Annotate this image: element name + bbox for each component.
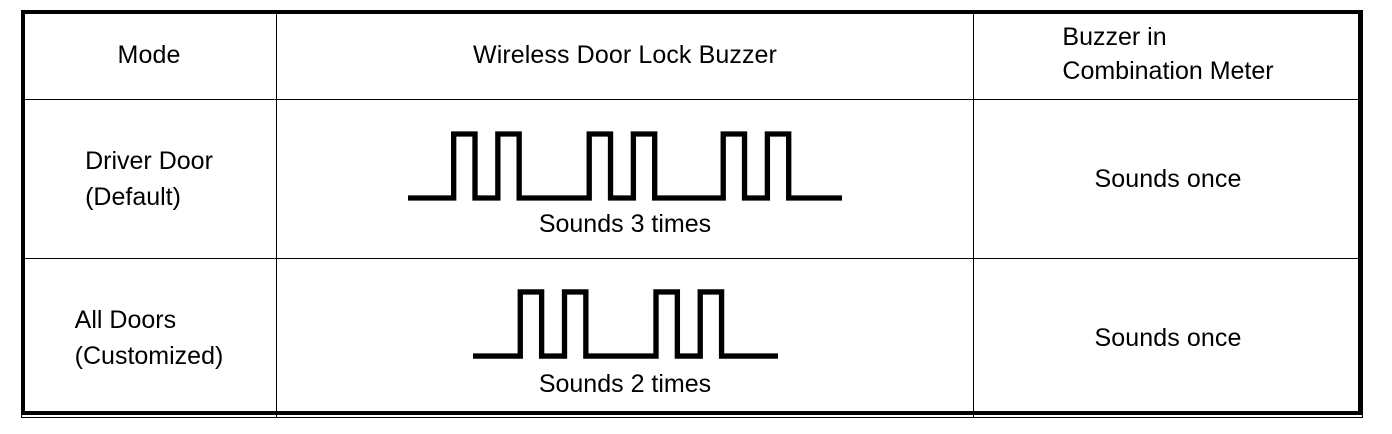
waveform-caption-all-doors: Sounds 2 times [538,369,712,398]
mode-label-all-doors-customized: All Doors (Customized) [74,305,224,370]
table-header-row: Mode Wireless Door Lock Buzzer Buzzer in… [21,10,1363,100]
header-cell-mode: Mode [21,10,277,100]
waveform-caption-driver-door: Sounds 3 times [538,209,712,238]
header-label-mode: Mode [117,40,181,69]
table-row: Driver Door (Default) Sounds 3 times Sou… [21,99,1363,259]
buzzer-waveform-chart-all-doors [472,288,778,359]
cell-waveform-all-doors-customized: Sounds 2 times [276,258,974,418]
meter-label-driver-door-default: Sounds once [1094,164,1242,193]
cell-waveform-driver-door-default: Sounds 3 times [276,99,974,259]
table-row: All Doors (Customized) Sounds 2 times So… [21,258,1363,418]
wireless-door-lock-buzzer-table: Mode Wireless Door Lock Buzzer Buzzer in… [21,10,1363,418]
meter-label-all-doors-customized: Sounds once [1094,323,1242,352]
cell-mode-all-doors-customized: All Doors (Customized) [21,258,277,418]
waveform-line-all-doors [472,288,778,359]
cell-mode-driver-door-default: Driver Door (Default) [21,99,277,259]
buzzer-waveform-chart-driver-door [408,130,842,201]
header-label-wireless-door-lock-buzzer: Wireless Door Lock Buzzer [473,40,777,69]
header-cell-wireless-door-lock-buzzer: Wireless Door Lock Buzzer [276,10,974,100]
cell-meter-driver-door-default: Sounds once [973,99,1363,259]
header-label-buzzer-in-combination-meter: Buzzer in Combination Meter [1062,23,1274,85]
cell-meter-all-doors-customized: Sounds once [973,258,1363,418]
mode-label-driver-door-default: Driver Door (Default) [85,146,213,211]
header-cell-buzzer-in-combination-meter: Buzzer in Combination Meter [973,10,1363,100]
waveform-line-driver-door [408,130,842,201]
